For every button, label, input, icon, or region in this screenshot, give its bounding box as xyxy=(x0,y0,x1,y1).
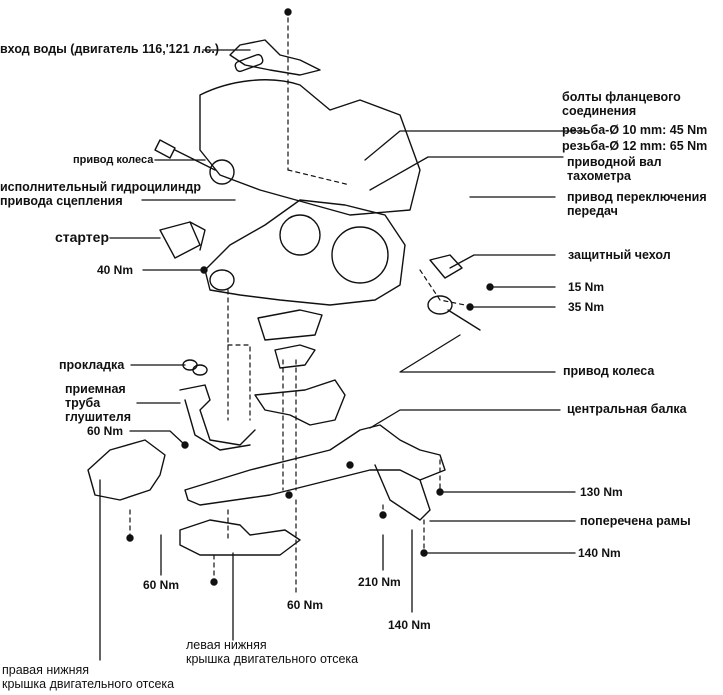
label-flange-bolts-line1: болты фланцевого xyxy=(562,90,681,104)
label-torque-210: 210 Nm xyxy=(358,575,401,589)
transaxle-outline xyxy=(204,199,406,306)
bolts xyxy=(126,8,494,586)
label-torque-140-bottom: 140 Nm xyxy=(388,618,431,632)
label-exhaust-front-pipe-line3: глушителя xyxy=(65,410,132,424)
label-torque-40: 40 Nm xyxy=(97,263,134,277)
label-left-lower-cover-line1: левая нижняя xyxy=(186,638,267,652)
label-starter: стартер xyxy=(55,229,109,245)
label-exhaust-front-pipe: приемная труба глушителя xyxy=(65,382,131,424)
label-wheel-drive-right: привод колеса xyxy=(563,364,655,378)
right-drive-shaft xyxy=(427,254,481,331)
label-speedometer-shaft-line1: приводной вал xyxy=(567,155,662,169)
label-flange-bolts-line2: соединения xyxy=(562,104,637,118)
label-right-lower-cover: правая нижняя крышка двигательного отсек… xyxy=(2,663,174,691)
label-thread-12mm: резьба-Ø 12 mm: 65 Nm xyxy=(562,139,708,153)
label-clutch-slave-cylinder: исполнительный гидроцилиндр привода сцеп… xyxy=(0,180,201,208)
label-torque-15: 15 Nm xyxy=(568,280,605,294)
label-torque-60-center: 60 Nm xyxy=(287,598,324,612)
label-speedometer-shaft-line2: тахометра xyxy=(567,169,631,183)
center-beam xyxy=(184,379,446,521)
label-torque-60-left-cover: 60 Nm xyxy=(143,578,180,592)
label-torque-60-pipe: 60 Nm xyxy=(87,424,124,438)
label-speedometer-shaft: приводной вал тахометра xyxy=(567,155,662,183)
label-right-lower-cover-line2: крышка двигательного отсека xyxy=(2,677,175,691)
label-exhaust-front-pipe-line2: труба xyxy=(65,396,101,410)
heat-shields xyxy=(257,309,323,369)
label-exhaust-front-pipe-line1: приемная xyxy=(65,382,126,396)
label-protective-boot: защитный чехол xyxy=(568,248,671,262)
label-shift-linkage-line1: привод переключения xyxy=(567,190,707,204)
label-clutch-slave-cylinder-line1: исполнительный гидроцилиндр xyxy=(0,180,201,194)
label-flange-bolts: болты фланцевого соединения xyxy=(562,90,681,118)
label-gasket: прокладка xyxy=(59,358,125,372)
label-left-lower-cover: левая нижняя крышка двигательного отсека xyxy=(186,638,358,666)
leader-lines xyxy=(99,49,584,661)
label-left-lower-cover-line2: крышка двигательного отсека xyxy=(186,652,359,666)
label-crossmember: поперечена рамы xyxy=(580,514,691,528)
label-water-inlet: вход воды (двигатель 116,'121 л.с.) xyxy=(0,42,220,56)
label-right-lower-cover-line1: правая нижняя xyxy=(2,663,90,677)
label-clutch-slave-cylinder-line2: привода сцепления xyxy=(0,194,123,208)
label-wheel-drive-left: привод колеса xyxy=(73,154,154,166)
starter-outline xyxy=(159,221,206,259)
label-shift-linkage: привод переключения передач xyxy=(567,190,707,218)
label-torque-140-right: 140 Nm xyxy=(578,546,621,560)
exhaust-pipe xyxy=(179,359,256,451)
label-shift-linkage-line2: передач xyxy=(567,204,618,218)
left-drive-shaft xyxy=(154,139,235,185)
lower-covers xyxy=(87,439,301,556)
engine-block-outline xyxy=(199,39,421,216)
label-torque-35: 35 Nm xyxy=(568,300,605,314)
label-center-beam: центральная балка xyxy=(567,402,687,416)
label-thread-10mm: резьба-Ø 10 mm: 45 Nm xyxy=(562,123,708,137)
label-torque-130: 130 Nm xyxy=(580,485,623,499)
alignment-dashes xyxy=(129,9,466,596)
